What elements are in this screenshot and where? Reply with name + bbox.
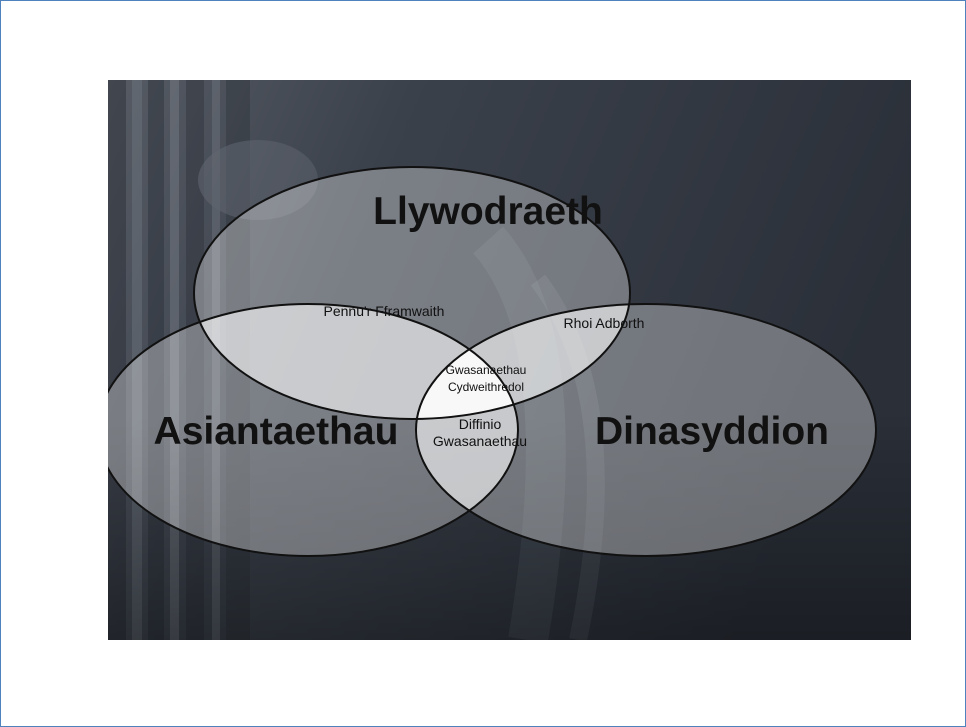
venn-slide: Llywodraeth Asiantaethau Dinasyddion Pen… [108, 80, 911, 640]
label-left-right-line2: Gwasanaethau [433, 433, 527, 449]
circle-right [416, 304, 876, 556]
venn-diagram: Llywodraeth Asiantaethau Dinasyddion Pen… [108, 80, 911, 640]
label-top: Llywodraeth [373, 190, 603, 233]
overlap-top-right [416, 304, 630, 419]
label-left: Asiantaethau [154, 410, 399, 453]
label-right: Dinasyddion [595, 410, 829, 453]
label-left-right-line1: Diffinio [459, 416, 502, 432]
label-top-right: Rhoi Adborth [564, 315, 645, 331]
circle-top [194, 167, 630, 419]
circle-left [108, 304, 518, 556]
label-center-line1: Gwasanaethau [446, 363, 527, 377]
label-top-left: Pennu'r Fframwaith [324, 303, 445, 319]
label-center-line2: Cydweithredol [448, 380, 524, 394]
